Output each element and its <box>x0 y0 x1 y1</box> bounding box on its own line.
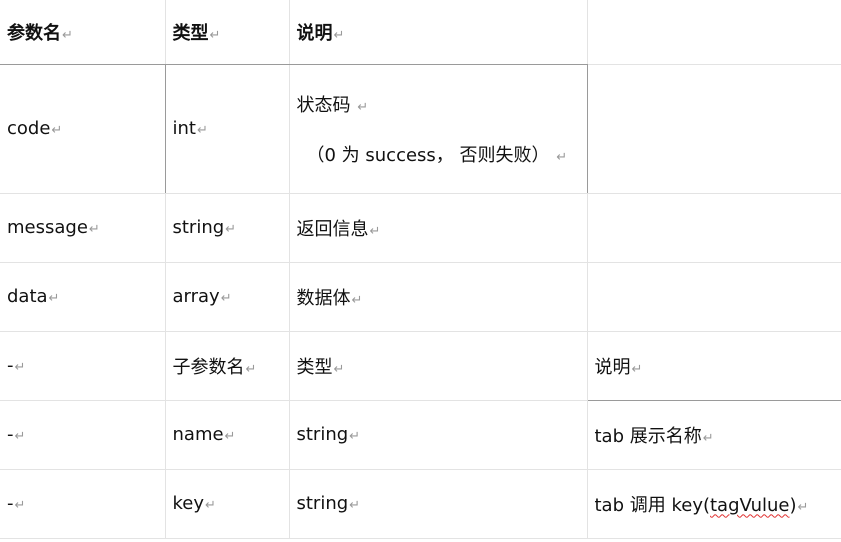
paragraph-mark-icon: ↵ <box>631 361 643 377</box>
paragraph-mark-icon: ↵ <box>556 149 568 165</box>
cell-name-type[interactable]: string↵ <box>289 400 588 470</box>
paragraph-mark-icon: ↵ <box>369 223 381 239</box>
table-row: -↵ 子参数名↵ 类型↵ 说明↵ <box>0 331 841 401</box>
paragraph-mark-icon: ↵ <box>797 499 809 515</box>
cell-key-description[interactable]: tab 调用 key(tagVulue)↵ <box>587 469 841 539</box>
table-row: -↵ key↵ string↵ tab 调用 key(tagVulue)↵ <box>0 469 841 539</box>
cell-sub-type[interactable]: 类型↵ <box>289 331 588 401</box>
paragraph-mark-icon: ↵ <box>349 498 361 513</box>
table-row: -↵ name↵ string↵ tab 展示名称↵ <box>0 400 841 470</box>
cell-name-param[interactable]: name↵ <box>165 400 290 470</box>
table-row: code↵ int↵ 状态码 ↵ （0 为 success， 否则失败） ↵ <box>0 64 841 194</box>
paragraph-mark-icon: ↵ <box>224 429 236 444</box>
paragraph-mark-icon: ↵ <box>48 291 60 306</box>
paragraph-mark-icon: ↵ <box>14 429 26 444</box>
cell-data-description[interactable]: 数据体↵ <box>289 262 588 332</box>
cell-key-param[interactable]: key↵ <box>165 469 290 539</box>
table-row: data↵ array↵ 数据体↵ <box>0 262 841 332</box>
cell-data-name[interactable]: data↵ <box>0 262 166 332</box>
paragraph-mark-icon: ↵ <box>351 292 363 308</box>
paragraph-mark-icon: ↵ <box>357 99 369 115</box>
cell-message-name[interactable]: message↵ <box>0 193 166 263</box>
paragraph-mark-icon: ↵ <box>205 498 216 513</box>
cell-data-type[interactable]: array↵ <box>165 262 290 332</box>
paragraph-mark-icon: ↵ <box>62 27 73 43</box>
cell-key-type[interactable]: string↵ <box>289 469 588 539</box>
cell-code-extra[interactable] <box>587 64 841 194</box>
description-line-1: 状态码 ↵ <box>296 94 369 116</box>
cell-sub-description[interactable]: 说明↵ <box>587 331 841 401</box>
cell-data-extra[interactable] <box>587 262 841 332</box>
cell-key-dash[interactable]: -↵ <box>0 469 166 539</box>
cell-sub-dash[interactable]: -↵ <box>0 331 166 401</box>
cell-code-type[interactable]: int↵ <box>165 64 290 194</box>
spellcheck-underline: tagVulue <box>710 494 790 516</box>
paragraph-mark-icon: ↵ <box>245 361 257 377</box>
header-cell-param-name[interactable]: 参数名↵ <box>0 0 166 65</box>
cell-name-dash[interactable]: -↵ <box>0 400 166 470</box>
paragraph-mark-icon: ↵ <box>349 429 361 444</box>
paragraph-mark-icon: ↵ <box>333 27 345 43</box>
cell-message-type[interactable]: string↵ <box>165 193 290 263</box>
header-cell-type[interactable]: 类型↵ <box>165 0 290 65</box>
paragraph-mark-icon: ↵ <box>88 222 100 237</box>
table-row: message↵ string↵ 返回信息↵ <box>0 193 841 263</box>
cell-code-name[interactable]: code↵ <box>0 64 166 194</box>
cell-message-description[interactable]: 返回信息↵ <box>289 193 588 263</box>
paragraph-mark-icon: ↵ <box>702 430 714 446</box>
paragraph-mark-icon: ↵ <box>14 360 26 375</box>
cell-code-description[interactable]: 状态码 ↵ （0 为 success， 否则失败） ↵ <box>289 64 588 194</box>
paragraph-mark-icon: ↵ <box>333 361 345 377</box>
paragraph-mark-icon: ↵ <box>209 27 221 43</box>
paragraph-mark-icon: ↵ <box>51 123 63 138</box>
cell-message-extra[interactable] <box>587 193 841 263</box>
paragraph-mark-icon: ↵ <box>220 291 232 306</box>
cell-sub-param-name[interactable]: 子参数名↵ <box>165 331 290 401</box>
header-cell-description[interactable]: 说明↵ <box>289 0 588 65</box>
header-cell-empty[interactable] <box>587 0 841 65</box>
paragraph-mark-icon: ↵ <box>225 222 237 237</box>
cell-name-description[interactable]: tab 展示名称↵ <box>587 400 841 470</box>
description-line-2: （0 为 success， 否则失败） ↵ <box>306 144 568 166</box>
paragraph-mark-icon: ↵ <box>14 498 26 513</box>
paragraph-mark-icon: ↵ <box>196 123 208 138</box>
table-header-row: 参数名↵ 类型↵ 说明↵ <box>0 0 841 65</box>
